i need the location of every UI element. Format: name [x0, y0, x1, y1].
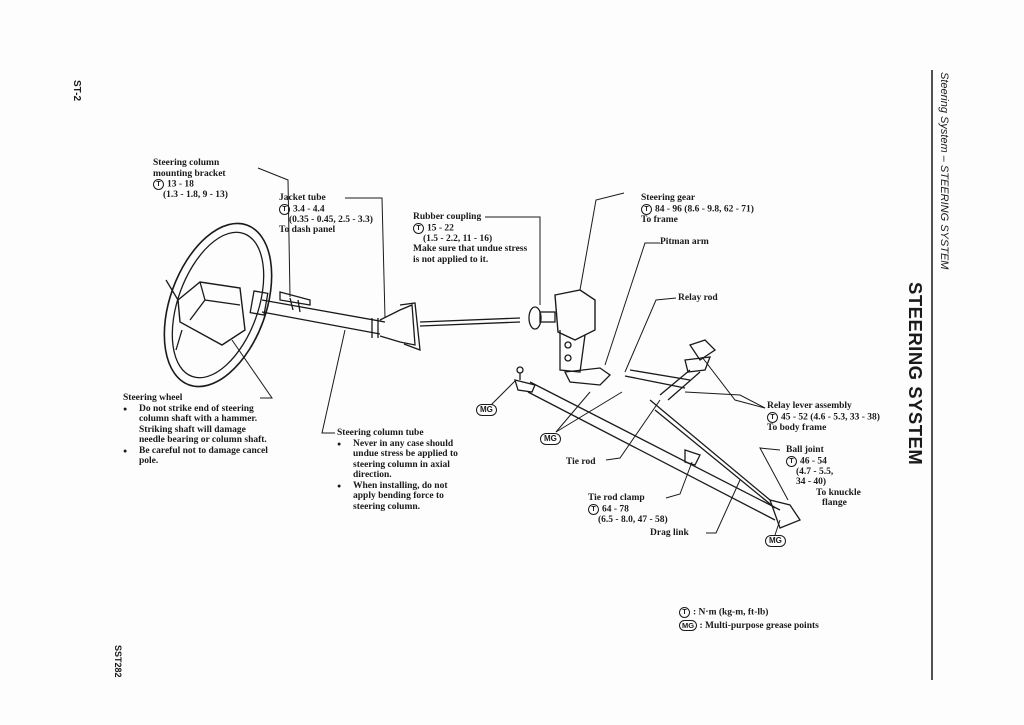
ball-joint-torque: 46 - 54	[800, 456, 827, 467]
tie-rod-clamp-torque-alt: (6.5 - 8.0, 47 - 58)	[598, 514, 668, 525]
steering-wheel-note: Be careful not to damage cancel pole.	[123, 446, 268, 467]
legend-torque-units: : N·m (kg-m, ft-lb)	[693, 607, 769, 618]
relay-lever-note: To body frame	[767, 422, 827, 433]
torque-icon: T	[679, 607, 690, 618]
steering-wheel-drawing	[163, 222, 273, 388]
ball-joint-title: Ball joint	[786, 445, 824, 455]
steering-wheel-note: Do not strike end of steering column sha…	[123, 404, 268, 446]
callout-column-tube: Steering column tube Never in any case s…	[337, 428, 467, 512]
steering-gear-title: Steering gear	[641, 193, 696, 203]
rubber-coupling-note-2: is not applied to it.	[413, 254, 489, 265]
page-number: ST-2	[71, 80, 82, 102]
legend: T: N·m (kg-m, ft-lb) MG : Multi-purpose …	[679, 607, 819, 632]
jacket-tube-note: To dash panel	[279, 225, 336, 236]
callout-steering-wheel: Steering wheel Do not strike end of stee…	[123, 393, 268, 467]
relay-lever-torque: 45 - 52 (4.6 - 5.3, 33 - 38)	[781, 412, 880, 423]
leader-lines	[231, 167, 789, 536]
steering-gear-drawing	[528, 289, 612, 386]
drag-link-title: Drag link	[650, 528, 689, 538]
torque-icon: T	[279, 203, 290, 215]
relay-rod-title: Relay rod	[678, 293, 718, 303]
jacket-tube-torque-alt: (0.35 - 0.45, 2.5 - 3.3)	[289, 214, 373, 225]
ball-joint-torque-alt-2: 34 - 40)	[796, 477, 827, 488]
callout-drag-link: Drag link	[650, 528, 689, 539]
ball-joint-note-2: flange	[822, 498, 847, 509]
steering-wheel-title: Steering wheel	[123, 393, 183, 403]
torque-icon: T	[641, 203, 652, 215]
mounting-bracket-title-2: mounting bracket	[153, 168, 226, 179]
torque-icon: T	[413, 222, 424, 234]
jacket-tube-title: Jacket tube	[279, 193, 326, 203]
column-tube-title: Steering column tube	[337, 428, 424, 438]
torque-icon: T	[767, 411, 778, 423]
jacket-tube-torque: 3.4 - 4.4	[293, 204, 325, 215]
column-tube-note: When installing, do not apply bending fo…	[337, 481, 467, 513]
grease-point-badge: MG	[476, 404, 497, 416]
relay-lever-drawing	[624, 339, 717, 401]
column-tube-note: Never in any case should undue stress be…	[337, 439, 467, 481]
callout-tie-rod: Tie rod	[566, 457, 595, 468]
grease-point-badge: MG	[765, 535, 786, 547]
mounting-bracket-torque: 13 - 18	[167, 179, 194, 190]
torque-icon: T	[588, 503, 599, 515]
running-header: Steering System – STEERING SYSTEM	[938, 72, 950, 270]
steering-gear-torque: 84 - 96 (8.6 - 9.8, 62 - 71)	[655, 204, 754, 215]
steering-wheel-notes: Do not strike end of steering column sha…	[123, 404, 268, 467]
column-tube-notes: Never in any case should undue stress be…	[337, 439, 467, 513]
rubber-coupling-torque-alt: (1.5 - 2.2, 11 - 16)	[423, 233, 493, 244]
grease-point-badge: MG	[540, 433, 561, 445]
legend-grease-text: : Multi-purpose grease points	[699, 621, 819, 632]
section-title: STEERING SYSTEM	[905, 282, 926, 466]
ball-joint-torque-alt-1: (4.7 - 5.5,	[796, 466, 834, 477]
tie-rod-drawing	[514, 366, 801, 529]
callout-pitman-arm: Pitman arm	[660, 237, 709, 248]
rubber-coupling-title: Rubber coupling	[413, 212, 482, 222]
steering-column-drawing	[249, 290, 521, 351]
tie-rod-title: Tie rod	[566, 457, 596, 467]
tie-rod-clamp-title: Tie rod clamp	[588, 493, 645, 503]
pitman-arm-title: Pitman arm	[660, 237, 709, 247]
figure-code: SST282	[113, 645, 123, 678]
grease-icon: MG	[679, 620, 698, 632]
torque-icon: T	[153, 179, 164, 190]
mounting-bracket-title-1: Steering column	[153, 158, 220, 168]
tie-rod-clamp-torque: 64 - 78	[602, 504, 629, 515]
rubber-coupling-note-1: Make sure that undue stress	[413, 244, 528, 255]
rubber-coupling-torque: 15 - 22	[427, 223, 454, 234]
torque-icon: T	[786, 455, 797, 467]
callout-relay-rod: Relay rod	[678, 293, 718, 304]
ball-joint-note-1: To knuckle	[816, 487, 861, 498]
steering-gear-note: To frame	[641, 214, 678, 225]
relay-lever-title: Relay lever assembly	[767, 401, 852, 411]
mounting-bracket-torque-alt: (1.3 - 1.8, 9 - 13)	[163, 190, 228, 201]
